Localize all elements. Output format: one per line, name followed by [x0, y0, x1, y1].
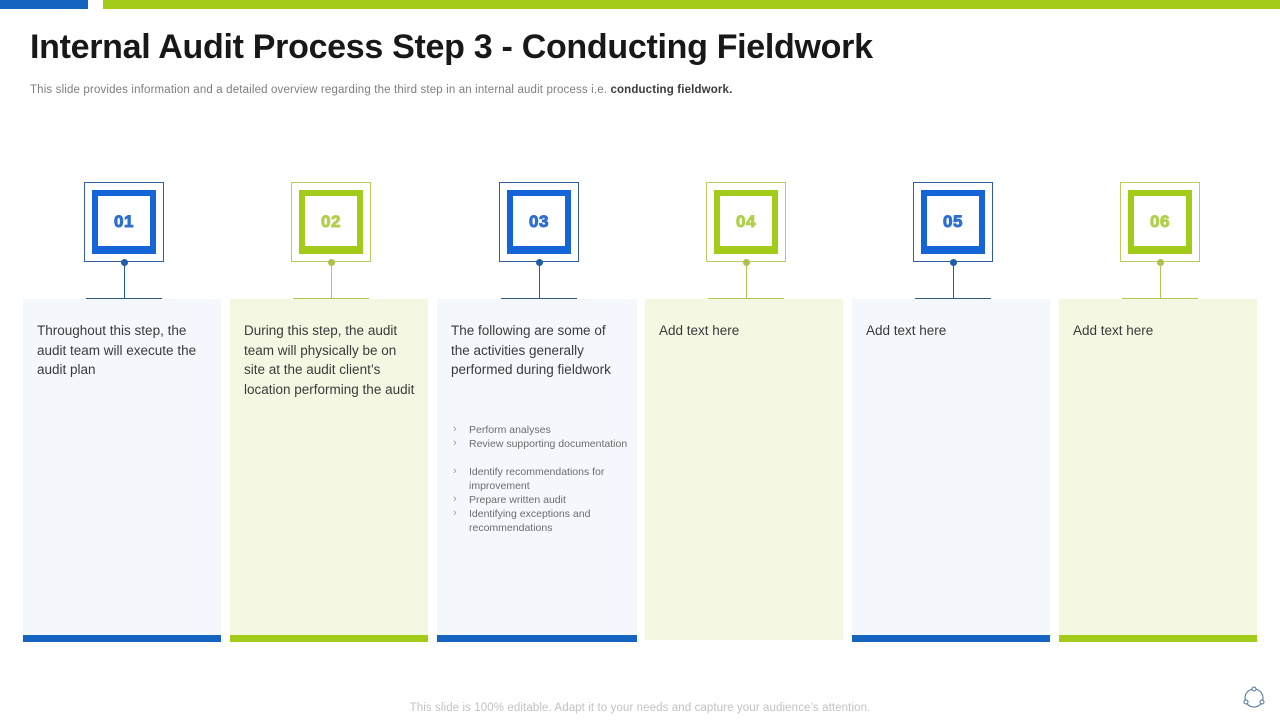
card-bottom-bar [230, 635, 428, 642]
step-badge-05[interactable]: 05 [913, 182, 993, 262]
step-badge-03[interactable]: 03 [499, 182, 579, 262]
list-item-label: Identify recommendations for improvement [469, 466, 605, 492]
step-card-04[interactable]: Add text here [645, 299, 843, 640]
badge-inner-panel [98, 196, 150, 246]
card-body [23, 299, 221, 635]
connector-crossbar [86, 298, 162, 299]
list-item: › Review supporting documentation [447, 437, 631, 451]
card-heading-01: Throughout this step, the audit team wil… [37, 323, 197, 377]
connector-stem [953, 263, 954, 299]
card-bullet-list-03: › Perform analyses › Review supporting doc… [447, 423, 631, 535]
connector-crossbar [293, 298, 369, 299]
card-heading-05: Add text here [866, 323, 947, 338]
card-heading-04: Add text here [659, 323, 740, 338]
connector-stem [124, 263, 125, 299]
badge-number-05: 05 [943, 212, 963, 232]
footer-note: This slide is 100% editable. Adapt it to… [409, 702, 871, 714]
badge-number-01: 01 [114, 212, 134, 232]
connector-dot [1157, 259, 1164, 266]
card-body [1059, 299, 1257, 635]
step-badges-row: 01 02 03 04 05 [0, 182, 1280, 266]
card-body [230, 299, 428, 635]
chevron-right-icon: › [453, 423, 457, 435]
step-badge-06[interactable]: 06 [1120, 182, 1200, 262]
connector-crossbar [501, 298, 577, 299]
step-badge-01[interactable]: 01 [84, 182, 164, 262]
card-body [437, 299, 637, 635]
circular-nodes-icon [1241, 685, 1267, 711]
top-accent-blue-segment [0, 0, 88, 9]
card-body [645, 299, 843, 640]
badge-inner-panel [927, 196, 979, 246]
card-bottom-bar [1059, 635, 1257, 642]
top-accent-green-segment [103, 0, 1280, 9]
connector-crossbar [1122, 298, 1198, 299]
step-badge-02[interactable]: 02 [291, 182, 371, 262]
connector-stem [746, 263, 747, 299]
card-bottom-bar [23, 635, 221, 642]
list-item: › Identify recommendations for improvemen… [447, 465, 631, 493]
step-card-06[interactable]: Add text here [1059, 299, 1257, 642]
connector-stem [539, 263, 540, 299]
step-card-01[interactable]: Throughout this step, the audit team wil… [23, 299, 221, 642]
page-subtitle: This slide provides information and a de… [30, 84, 732, 96]
list-item: › Prepare written audit [447, 493, 631, 507]
list-item-label: Identifying exceptions and recommendatio… [469, 508, 591, 534]
connector-dot [950, 259, 957, 266]
card-heading-06: Add text here [1073, 323, 1154, 338]
top-accent-bar [0, 0, 1280, 9]
step-card-05[interactable]: Add text here [852, 299, 1050, 642]
badge-number-06: 06 [1150, 212, 1170, 232]
page-subtitle-plain: This slide provides information and a de… [30, 84, 611, 96]
badge-inner-panel [305, 196, 357, 246]
connector-dot [743, 259, 750, 266]
card-heading-03: The following are some of the activities… [451, 323, 611, 377]
card-bottom-bar [437, 635, 637, 642]
connector-dot [536, 259, 543, 266]
connector-crossbar [708, 298, 784, 299]
page-title: Internal Audit Process Step 3 - Conducti… [30, 28, 873, 66]
chevron-right-icon: › [453, 507, 457, 519]
step-card-02[interactable]: During this step, the audit team will ph… [230, 299, 428, 642]
list-item-label: Prepare written audit [469, 494, 566, 506]
connector-dot [328, 259, 335, 266]
connector-stem [1160, 263, 1161, 299]
connector-stem [331, 263, 332, 299]
page-subtitle-bold: conducting fieldwork. [610, 84, 733, 96]
list-item-label: Review supporting documentation [469, 438, 628, 450]
card-body [852, 299, 1050, 635]
list-item: › Identifying exceptions and recommendati… [447, 507, 631, 535]
badge-number-03: 03 [529, 212, 549, 232]
chevron-right-icon: › [453, 465, 457, 477]
badge-number-02: 02 [321, 212, 341, 232]
chevron-right-icon: › [453, 493, 457, 505]
badge-number-04: 04 [736, 212, 756, 232]
card-heading-02: During this step, the audit team will ph… [244, 323, 415, 397]
connector-crossbar [915, 298, 991, 299]
badge-inner-panel [720, 196, 772, 246]
badge-inner-panel [513, 196, 565, 246]
card-bottom-bar [852, 635, 1050, 642]
list-item-label: Perform analyses [469, 424, 551, 436]
chevron-right-icon: › [453, 437, 457, 449]
badge-inner-panel [1134, 196, 1186, 246]
list-item: › Perform analyses [447, 423, 631, 437]
connector-dot [121, 259, 128, 266]
step-badge-04[interactable]: 04 [706, 182, 786, 262]
step-card-03[interactable]: The following are some of the activities… [437, 299, 637, 642]
